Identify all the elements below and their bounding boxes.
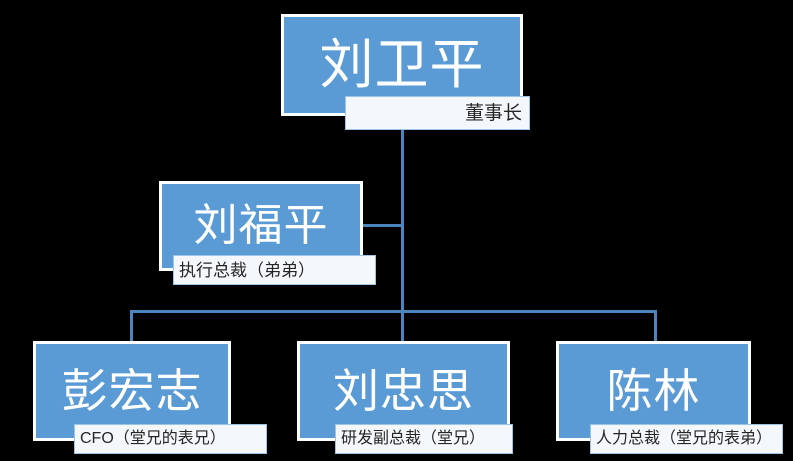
- org-node-hr-name: 陈林: [606, 365, 701, 417]
- org-node-exec-subtitle: 执行总裁（弟弟）: [173, 255, 376, 285]
- connector-drop-rd: [401, 310, 404, 342]
- org-node-hr-subtitle: 人力总裁（堂兄的表弟）: [590, 424, 783, 454]
- org-node-ceo-subtitle: 董事长: [345, 96, 530, 130]
- org-node-hr[interactable]: 陈林 人力总裁（堂兄的表弟）: [556, 341, 783, 454]
- org-node-ceo[interactable]: 刘卫平 董事长: [281, 14, 530, 130]
- org-node-rd-name: 刘忠思: [333, 365, 474, 417]
- connector-leaf-bus: [130, 310, 657, 313]
- org-node-exec-name: 刘福平: [193, 201, 329, 250]
- org-node-rd-subtitle: 研发副总裁（堂兄）: [335, 424, 513, 454]
- connector-drop-cfo: [130, 310, 133, 342]
- org-node-rd[interactable]: 刘忠思 研发副总裁（堂兄）: [297, 341, 513, 454]
- connector-drop-hr: [654, 310, 657, 342]
- connector-exec-branch: [362, 224, 404, 227]
- connector-ceo-trunk: [401, 116, 404, 312]
- org-node-cfo[interactable]: 彭宏志 CFO（堂兄的表兄）: [33, 341, 267, 454]
- org-node-cfo-name: 彭宏志: [61, 365, 203, 417]
- org-node-exec[interactable]: 刘福平 执行总裁（弟弟）: [159, 181, 376, 285]
- org-node-cfo-subtitle: CFO（堂兄的表兄）: [74, 424, 267, 454]
- org-node-ceo-name: 刘卫平: [319, 35, 485, 95]
